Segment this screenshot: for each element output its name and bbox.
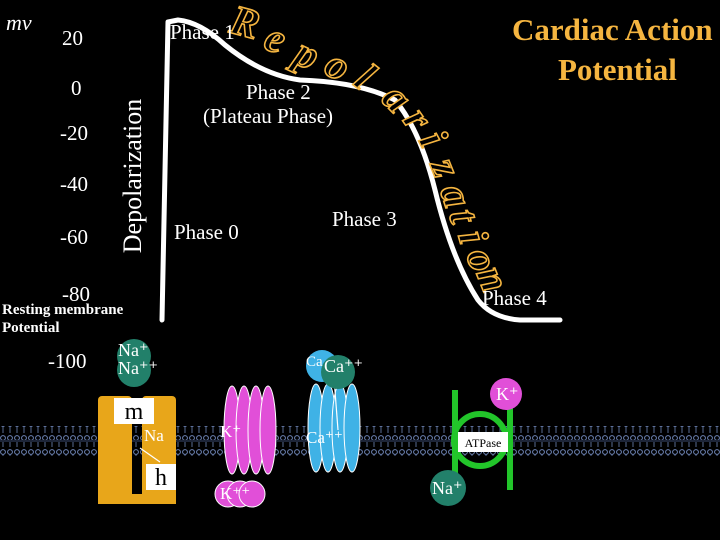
phase-2-label-line-1: Phase 2 bbox=[246, 80, 311, 104]
y-tick-20: 20 bbox=[62, 26, 83, 50]
resting-label-line-2: Potential bbox=[2, 320, 60, 336]
unit-label: mv bbox=[6, 10, 32, 35]
na-plus-label-1: Na⁺ bbox=[118, 340, 149, 360]
title-line-2: Potential bbox=[558, 52, 677, 87]
y-tick-minus-80: -80 bbox=[62, 282, 90, 306]
na-gate-label: Na bbox=[144, 426, 164, 445]
title-line-1: Cardiac Action bbox=[512, 12, 713, 47]
repol-char-8: z bbox=[420, 150, 470, 185]
y-tick-minus-60: -60 bbox=[60, 225, 88, 249]
action-potential-curve bbox=[159, 17, 563, 323]
ca-channel-label: Ca⁺⁺ bbox=[306, 428, 343, 447]
k-channel-label: K⁺ bbox=[220, 422, 242, 441]
ca-top-prefix: Ca bbox=[306, 354, 323, 370]
phase-2-label-line-2: (Plateau Phase) bbox=[203, 104, 334, 128]
m-gate: m bbox=[114, 398, 154, 425]
y-tick-minus-20: -20 bbox=[60, 121, 88, 145]
repolarization-arc-label: R e p o l a r i z a t i o n bbox=[224, 0, 519, 299]
atpase-label: ATPase bbox=[465, 436, 502, 450]
na-ion-ball-2 bbox=[117, 353, 151, 387]
phase-4-label: Phase 4 bbox=[482, 286, 547, 310]
k-ion-ball-bottom-3 bbox=[238, 480, 266, 508]
y-tick-minus-100: -100 bbox=[48, 349, 87, 373]
y-tick-minus-40: -40 bbox=[60, 172, 88, 196]
svg-text:m: m bbox=[125, 399, 144, 425]
repol-char-2: p bbox=[285, 28, 326, 80]
phase-1-label: Phase 1 bbox=[170, 20, 235, 44]
svg-text:h: h bbox=[155, 465, 167, 491]
ca-top-label: Ca⁺⁺ bbox=[324, 356, 363, 376]
y-tick-0: 0 bbox=[71, 76, 82, 100]
phase-0-label: Phase 0 bbox=[174, 220, 239, 244]
na-plus-label-2: Na⁺⁺ bbox=[118, 358, 158, 378]
k-ion-ball-right bbox=[490, 378, 522, 410]
na-ion-ball-pump bbox=[430, 470, 466, 506]
membrane-bottom-layer bbox=[0, 442, 720, 456]
resting-label-line-1: Resting membrane bbox=[2, 302, 124, 318]
k-channel bbox=[223, 385, 277, 475]
na-pump-label: Na⁺ bbox=[432, 478, 463, 498]
repol-char-1: e bbox=[259, 14, 292, 64]
k-right-label: K⁺ bbox=[496, 384, 519, 404]
ca-ion-ball-2 bbox=[321, 355, 355, 389]
h-gate: h bbox=[139, 447, 176, 491]
ca-channel bbox=[307, 377, 361, 473]
k-bottom-label: K⁺⁺ bbox=[220, 484, 251, 503]
phase-3-label: Phase 3 bbox=[332, 207, 397, 231]
